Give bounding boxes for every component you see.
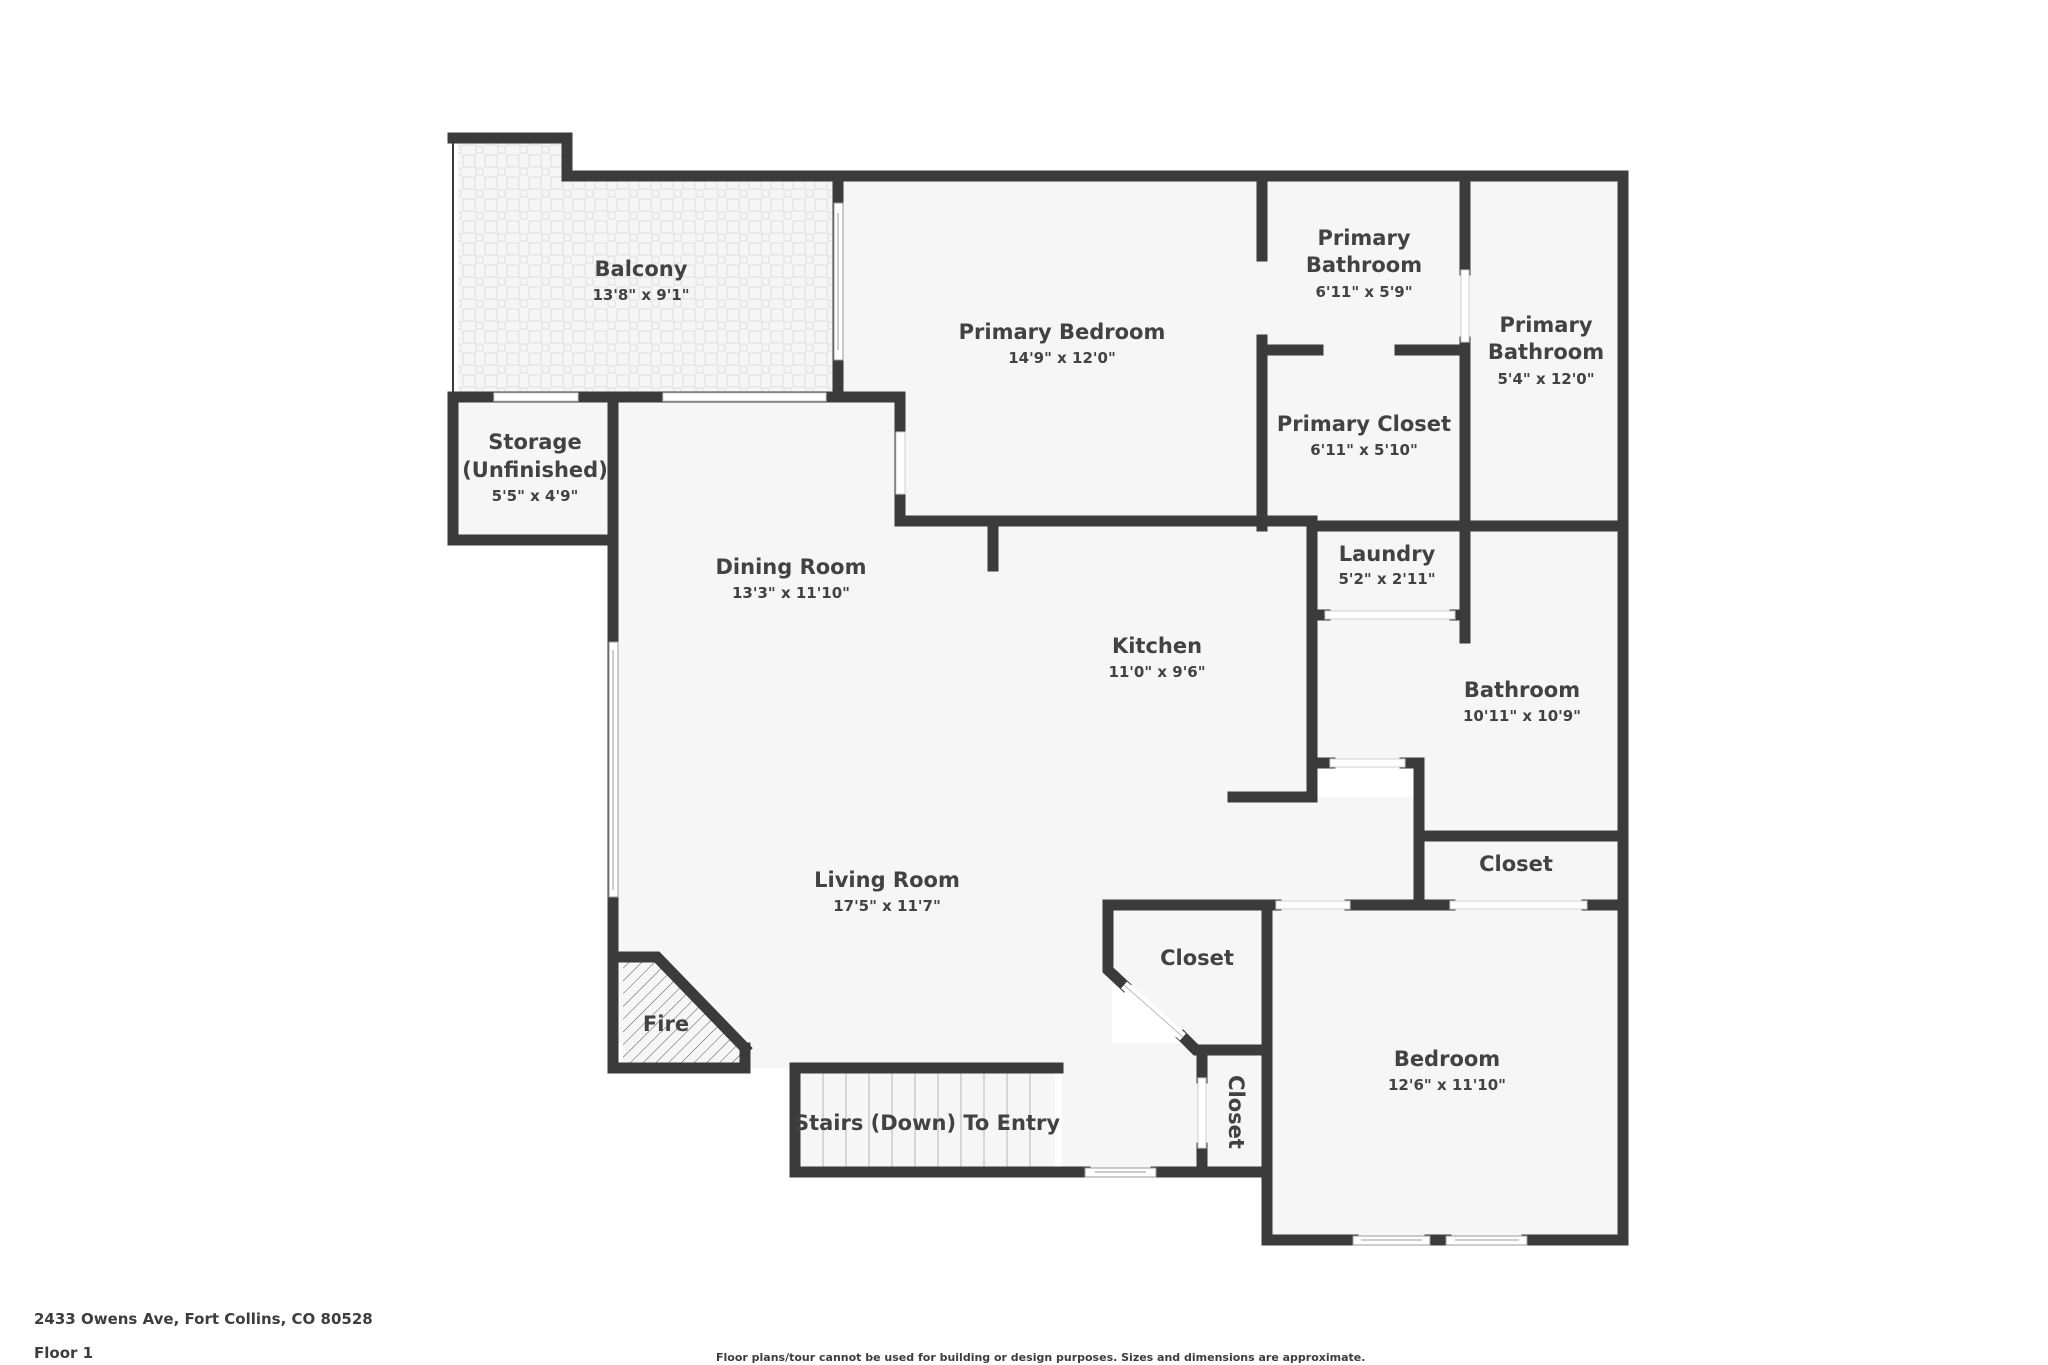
primary-bath1-name-2: Bathroom [1306,253,1422,277]
openings [493,202,1588,1246]
main-floor [618,402,1420,1172]
dining-balcony-slider [662,392,827,402]
stairs-name: Stairs (Down) To Entry [794,1111,1060,1135]
dining-room-dims: 13'3" x 11'10" [732,584,850,602]
balcony-name: Balcony [595,257,688,281]
laundry-dims: 5'2" x 2'11" [1338,570,1435,588]
storage-name-1: Storage [488,430,581,454]
storage-floor [458,400,608,537]
bedroom-floor [1272,910,1618,1240]
angled-closet-floor [1114,910,1262,1048]
primary-bath1-dims: 6'11" x 5'9" [1315,283,1412,301]
laundry-door [1324,610,1456,620]
primary-bath1-name-1: Primary [1317,226,1410,250]
bathroom-door [1329,758,1406,768]
floor-label: Floor 1 [34,1344,94,1362]
primary-bath2-name-2: Bathroom [1488,340,1604,364]
storage-balcony-door [493,392,579,402]
angled-closet-name: Closet [1160,946,1234,970]
bedroom-name: Bedroom [1394,1047,1500,1071]
bathroom-dims: 10'11" x 10'9" [1463,707,1581,725]
stairs-floor [800,1073,1055,1173]
storage-name-2: (Unfinished) [462,458,608,482]
address-label: 2433 Owens Ave, Fort Collins, CO 80528 [34,1310,373,1328]
primary-bath2-name-1: Primary [1499,313,1592,337]
fire-name: Fire [643,1012,689,1036]
stair-treads [822,1073,1031,1173]
laundry-floor [1315,530,1465,615]
primary-bedroom-name: Primary Bedroom [959,320,1166,344]
primary-bedroom-dims: 14'9" x 12'0" [1008,349,1116,367]
kitchen-name: Kitchen [1112,634,1202,658]
primary-bedroom-floor [843,181,1263,521]
laundry-name: Laundry [1339,542,1436,566]
disclaimer-text: Floor plans/tour cannot be used for buil… [716,1351,1366,1364]
hall-closet-name: Closet [1479,852,1553,876]
bathroom-name: Bathroom [1464,678,1580,702]
room-labels: Balcony 13'8" x 9'1" Primary Bedroom 14'… [462,226,1604,1149]
primary-closet-name: Primary Closet [1277,412,1451,436]
vertical-closet-door [1197,1077,1207,1149]
living-room-dims: 17'5" x 11'7" [833,897,941,915]
primary-bath2-floor [1470,181,1618,521]
floors [458,143,1618,1240]
hall-closet-floor [1424,840,1618,900]
vertical-closet-name: Closet [1224,1075,1248,1149]
balcony-dims: 13'8" x 9'1" [592,286,689,304]
balcony-floor [458,143,838,392]
bedroom-dims: 12'6" x 11'10" [1388,1076,1506,1094]
primary-closet-dims: 6'11" x 5'10" [1310,441,1418,459]
primary-bath-doorway [1460,269,1470,343]
bedroom-door [1275,900,1351,910]
dining-window [895,431,906,495]
storage-dims: 5'5" x 4'9" [492,487,579,505]
vertical-closet-floor [1207,1053,1262,1172]
primary-bath2-dims: 5'4" x 12'0" [1497,370,1594,388]
bathroom-floor [1316,530,1618,830]
living-room-name: Living Room [814,868,960,892]
hall-closet-door [1449,900,1588,910]
kitchen-dims: 11'0" x 9'6" [1108,663,1205,681]
dining-room-name: Dining Room [716,555,867,579]
fireplace-floor [623,962,741,1063]
